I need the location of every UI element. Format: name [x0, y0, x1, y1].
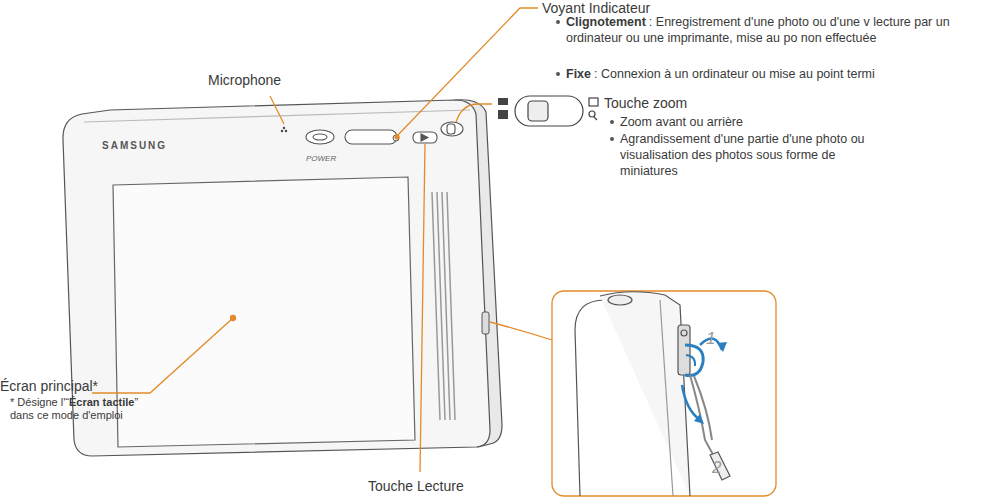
leader-lines: [395, 135, 399, 139]
text-group: * Désigne l'“Écran tactile” dans ce mode…: [10, 396, 160, 422]
text-group: Touche zoom: [604, 95, 804, 111]
footnote-term: Écran tactile: [69, 396, 134, 408]
speaker-grille: [432, 192, 455, 420]
camera-body: [63, 100, 490, 456]
zoom-switch-icon: [594, 117, 597, 120]
feature-note: Agrandissement d'une partie d'une photo …: [620, 132, 865, 178]
strap-inset: [717, 342, 727, 352]
touch-screen: [113, 177, 415, 447]
text-group: Touche Lecture: [368, 478, 488, 494]
step-number: 1: [706, 329, 715, 348]
strap-eyelet: [482, 312, 489, 334]
microphone-holes: [281, 130, 283, 132]
strap-inset: [685, 345, 703, 375]
leader-lines: [552, 291, 776, 496]
zoom-switch-icon: [515, 96, 583, 126]
zoom-switch-icon: [498, 110, 508, 119]
strap-inset: [575, 292, 730, 496]
strap-inset: [694, 414, 704, 424]
indicator-lamp: [393, 135, 399, 141]
state-description: : Connexion à un ordinateur ou mise au p…: [594, 67, 875, 81]
zoom-switch-icon: [589, 98, 598, 106]
strap-eyelet: [482, 312, 489, 334]
feature-note: Zoom avant ou arrière: [620, 115, 743, 129]
strap-inset: [686, 355, 695, 366]
leader-lines: [92, 318, 233, 393]
strap-inset: [694, 376, 712, 440]
part-label: Touche Lecture: [368, 478, 464, 494]
top-buttons: [306, 122, 463, 144]
strap-inset: [690, 375, 716, 460]
text-group: Voyant Indicateur: [542, 0, 742, 16]
state-term: Fixe: [566, 67, 591, 81]
text-group: Agrandissement d'une partie d'une photo …: [620, 131, 870, 179]
text-group: SAMSUNG: [102, 138, 192, 154]
leader-lines: [456, 104, 492, 122]
leader-lines: [231, 316, 236, 321]
text-group: Écran principal*: [0, 378, 200, 394]
top-buttons: [306, 130, 334, 144]
strap-inset: [710, 452, 730, 480]
top-buttons: [345, 130, 397, 144]
leader-lines: [490, 322, 552, 340]
button-marking: POWER: [306, 154, 336, 163]
bullet-dot: [610, 137, 614, 141]
brand-logo: SAMSUNG: [102, 140, 167, 151]
strap-inset: [681, 330, 687, 336]
part-label: Voyant Indicateur: [542, 0, 650, 16]
leader-lines: [92, 8, 776, 496]
part-label: Microphone: [208, 72, 281, 88]
text-group: Fixe: Connexion à un ordinateur ou mise …: [566, 66, 985, 82]
leader-lines: [270, 96, 284, 124]
speaker-grille: [447, 192, 455, 420]
footnote: * Désigne l'“: [10, 396, 69, 408]
leader-lines: [420, 144, 425, 472]
text-group: 2: [712, 460, 732, 476]
microphone-holes: [281, 127, 287, 132]
touch-screen: [113, 177, 415, 447]
bullet-dot: [556, 72, 560, 76]
microphone-holes: [283, 127, 285, 129]
zoom-switch-icon: [589, 111, 595, 117]
camera-body: [63, 100, 502, 456]
text-group: Clignotement: Enregistrement d'une photo…: [566, 14, 985, 46]
text-group: POWER: [306, 151, 356, 167]
indicator-lamp: [393, 135, 399, 141]
strap-inset: [660, 300, 673, 496]
top-buttons: [421, 134, 428, 141]
part-label: Touche zoom: [604, 95, 687, 111]
strap-inset: [678, 325, 690, 375]
zoom-switch-icon: [498, 98, 508, 105]
strap-inset: [608, 295, 632, 305]
text-group: Microphone: [208, 72, 328, 88]
state-term: Clignotement: [566, 15, 646, 29]
strap-inset: [600, 292, 690, 496]
top-buttons: [413, 132, 437, 143]
top-buttons: [447, 124, 455, 134]
text-group: 1: [706, 331, 726, 347]
bullet-dot: [556, 20, 560, 24]
zoom-switch-icon: [528, 101, 548, 121]
text-group: Zoom avant ou arrière: [620, 114, 920, 130]
top-buttons: [441, 122, 463, 136]
zoom-switch-icon: [498, 96, 598, 126]
microphone-holes: [285, 130, 287, 132]
bullet-dot: [610, 120, 614, 124]
step-number: 2: [712, 458, 721, 477]
part-label: Écran principal*: [0, 378, 98, 394]
strap-inset: [682, 385, 700, 420]
top-buttons: [313, 134, 327, 140]
